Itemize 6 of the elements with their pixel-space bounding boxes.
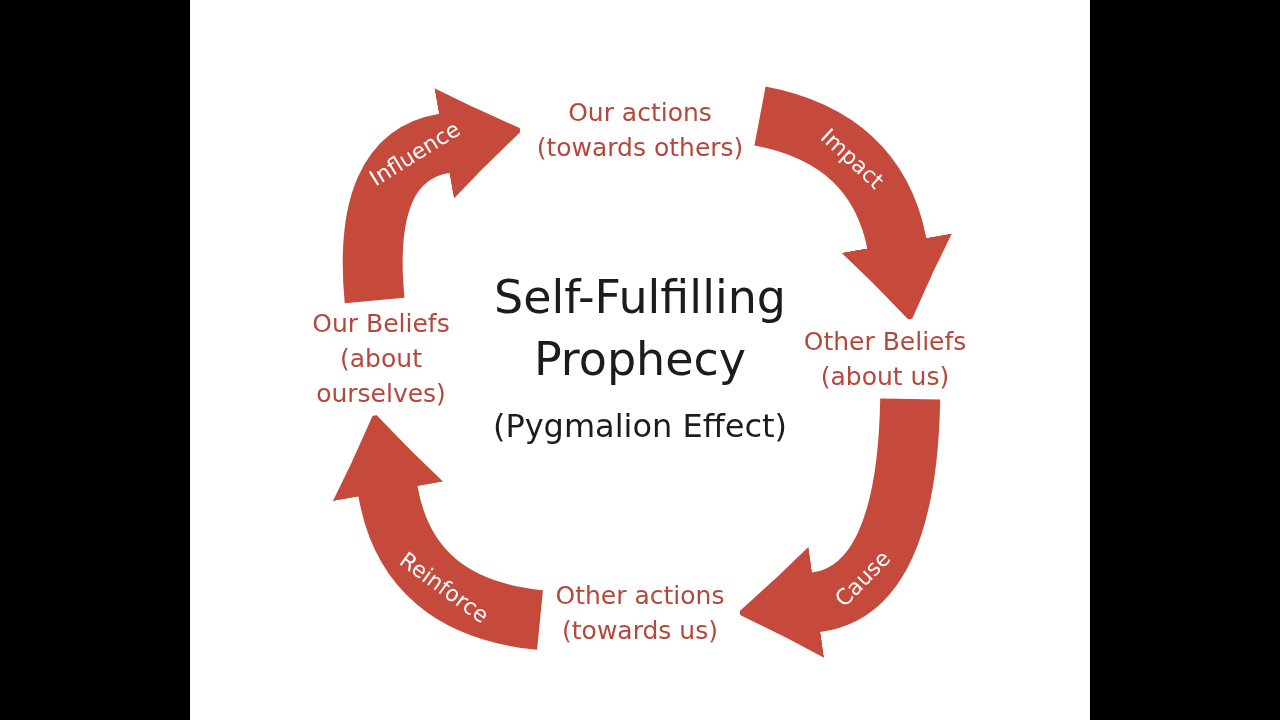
stage-label: Our Beliefs (about ourselves)	[301, 305, 461, 411]
stage-label: Other actions (towards us)	[545, 578, 735, 648]
diagram-title: Self-Fulfilling Prophecy	[492, 269, 788, 388]
stage-label: Other Beliefs (about us)	[795, 324, 975, 394]
subtitle: (Pygmalion Effect)	[492, 406, 788, 446]
stage-label: Our actions (towards others)	[525, 95, 755, 165]
